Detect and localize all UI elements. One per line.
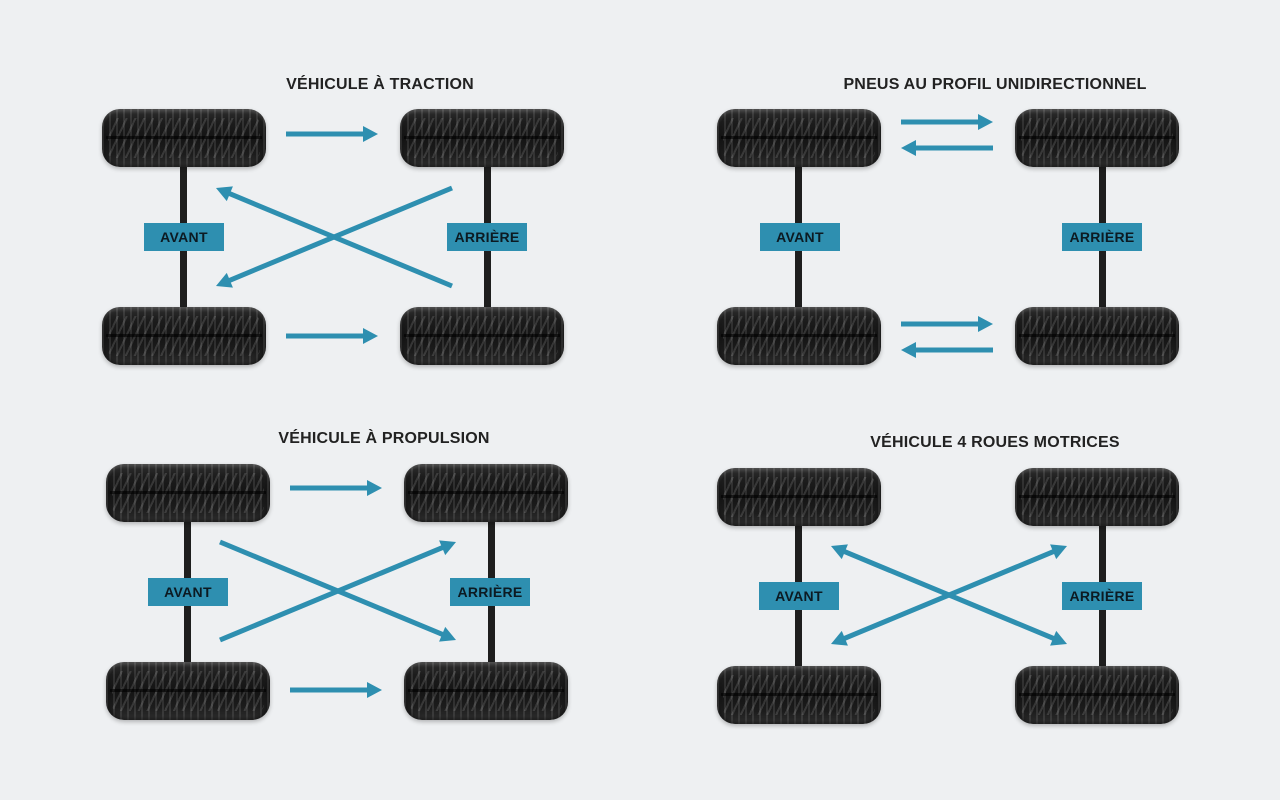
arrow-head	[363, 126, 378, 142]
arrow-rear-bottom-to-front-top	[216, 186, 453, 289]
arrow-head	[901, 342, 916, 358]
arrow-head	[901, 140, 916, 156]
tire-rear-top	[400, 109, 564, 167]
arrow-head	[1050, 544, 1067, 560]
arrow-head	[439, 540, 456, 556]
arrow-shaft	[219, 539, 445, 638]
arrow-head	[831, 630, 848, 646]
arrow-shaft	[227, 185, 453, 284]
arrow-shaft	[227, 190, 453, 289]
tire-rear-bottom	[400, 307, 564, 365]
arrow-front-top-to-rear-top	[901, 114, 993, 130]
arrow-rear-top-to-front-bottom	[216, 185, 453, 288]
panel-title: VÉHICULE À PROPULSION	[278, 430, 490, 447]
arrow-head	[1050, 630, 1067, 646]
panel-traction: VÉHICULE À TRACTION AVANT ARRIÈRE	[100, 76, 660, 376]
arrow-front-bottom-to-rear-bottom	[286, 328, 378, 344]
tire-rear-top	[404, 464, 568, 522]
arrow-shaft	[219, 544, 445, 643]
arrow-head	[439, 626, 456, 642]
arrow-front-top-to-rear-bottom	[219, 539, 456, 642]
front-label: AVANT	[759, 582, 839, 610]
tire-front-top	[717, 468, 881, 526]
arrow-front-top-to-rear-top	[290, 480, 382, 496]
panel-title: PNEUS AU PROFIL UNIDIRECTIONNEL	[843, 76, 1147, 93]
tire-front-top	[106, 464, 270, 522]
tire-rear-bottom	[404, 662, 568, 720]
panel-title: VÉHICULE À TRACTION	[286, 76, 474, 93]
panel-4wd: VÉHICULE 4 ROUES MOTRICES AVANT ARRIÈRE	[715, 434, 1275, 734]
arrow-front-top-to-rear-top	[286, 126, 378, 142]
arrow-head	[363, 328, 378, 344]
tire-rear-bottom	[1015, 307, 1179, 365]
rotation-arrows	[831, 544, 1067, 646]
arrow-rear-bottom-to-front-bottom	[901, 342, 993, 358]
rear-label: ARRIÈRE	[1062, 223, 1142, 251]
arrow-front-bottom-to-rear-top	[831, 544, 1067, 646]
arrow-head	[367, 682, 382, 698]
front-label: AVANT	[148, 578, 228, 606]
tire-rear-top	[1015, 109, 1179, 167]
arrow-head	[978, 114, 993, 130]
tire-front-bottom	[717, 307, 881, 365]
arrow-head	[216, 272, 233, 288]
rotation-arrows	[216, 126, 453, 344]
arrow-front-bottom-to-rear-bottom	[290, 682, 382, 698]
arrow-head	[831, 544, 848, 560]
tire-front-bottom	[102, 307, 266, 365]
tire-rear-top	[1015, 468, 1179, 526]
tire-front-top	[717, 109, 881, 167]
rear-label: ARRIÈRE	[447, 223, 527, 251]
tire-front-bottom	[717, 666, 881, 724]
arrow-head	[978, 316, 993, 332]
tire-rear-bottom	[1015, 666, 1179, 724]
panel-unidirectional: PNEUS AU PROFIL UNIDIRECTIONNEL AVANT AR…	[715, 76, 1275, 376]
front-label: AVANT	[144, 223, 224, 251]
rotation-arrows	[219, 480, 456, 698]
arrow-head	[367, 480, 382, 496]
arrow-front-bottom-to-rear-top	[219, 540, 456, 643]
panel-propulsion: VÉHICULE À PROPULSION AVANT ARRIÈRE	[104, 430, 664, 730]
panel-title: VÉHICULE 4 ROUES MOTRICES	[870, 434, 1120, 451]
arrow-rear-top-to-front-top	[901, 140, 993, 156]
rear-label: ARRIÈRE	[450, 578, 530, 606]
rotation-arrows	[901, 114, 993, 358]
tire-front-top	[102, 109, 266, 167]
rear-label: ARRIÈRE	[1062, 582, 1142, 610]
arrow-front-bottom-to-rear-bottom	[901, 316, 993, 332]
arrow-shaft	[842, 548, 1056, 642]
arrow-head	[216, 186, 233, 202]
tire-front-bottom	[106, 662, 270, 720]
front-label: AVANT	[760, 223, 840, 251]
